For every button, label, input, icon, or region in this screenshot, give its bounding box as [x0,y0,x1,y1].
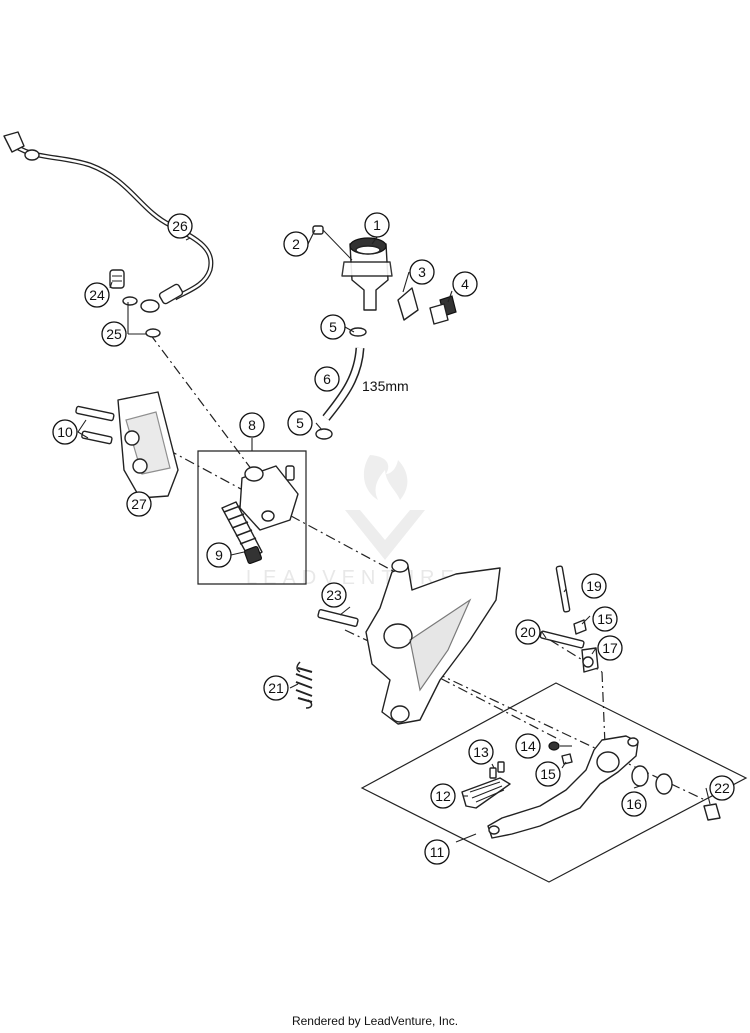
brake-fluid-reservoir [312,225,457,337]
svg-text:13: 13 [473,744,489,760]
brake-hose [3,131,214,313]
callout-25: 25 [101,321,127,347]
svg-text:15: 15 [597,611,613,627]
callout-8: 8 [239,412,265,438]
svg-text:6: 6 [323,371,331,387]
footrest-bracket [317,559,501,725]
callout-4: 4 [452,271,478,297]
svg-text:10: 10 [57,424,73,440]
callout-16: 16 [621,791,647,817]
clevis-hardware [539,565,599,673]
svg-text:22: 22 [714,780,730,796]
callout-11: 11 [424,839,450,865]
callout-1: 1 [364,212,390,238]
callout-21: 21 [263,675,289,701]
callout-14: 14 [515,733,541,759]
callout-20: 20 [515,619,541,645]
svg-text:3: 3 [418,264,426,280]
callout-22: 22 [709,775,735,801]
brake-pedal [487,735,639,839]
master-cylinder-frame [197,450,307,585]
callout-2: 2 [283,231,309,257]
svg-text:27: 27 [131,496,147,512]
callout-19: 19 [581,573,607,599]
svg-text:25: 25 [106,326,122,342]
reservoir-hose [315,347,365,440]
callout-13: 13 [468,739,494,765]
svg-text:24: 24 [89,287,105,303]
callout-6: 6 [314,366,340,392]
svg-text:26: 26 [172,218,188,234]
svg-text:20: 20 [520,624,536,640]
hose-length-label: 135mm [362,378,409,394]
brake-pedal-frame [360,682,748,883]
callout-15-upper: 15 [592,606,618,632]
callout-27: 27 [126,491,152,517]
callout-9: 9 [206,542,232,568]
svg-text:9: 9 [215,547,223,563]
brake-master-cylinder [239,465,299,531]
svg-text:23: 23 [326,587,342,603]
callout-23: 23 [321,582,347,608]
svg-text:15: 15 [540,766,556,782]
svg-text:2: 2 [292,236,300,252]
svg-text:14: 14 [520,738,536,754]
callout-5-upper: 5 [320,314,346,340]
svg-text:8: 8 [248,417,256,433]
pedal-step [461,761,511,809]
svg-text:4: 4 [461,276,469,292]
callout-17: 17 [597,635,623,661]
svg-text:12: 12 [435,788,451,804]
svg-text:11: 11 [430,844,445,860]
heel-guard [75,391,179,499]
push-rod [221,501,263,565]
callout-15-lower: 15 [535,761,561,787]
svg-text:1: 1 [373,217,381,233]
svg-text:17: 17 [602,640,618,656]
callout-26: 26 [167,213,193,239]
svg-text:21: 21 [268,680,284,696]
callout-5-lower: 5 [287,410,313,436]
leader-lines [77,229,711,843]
svg-text:19: 19 [586,578,602,594]
callout-10: 10 [52,419,78,445]
footer-credit: Rendered by LeadVenture, Inc. [291,1014,459,1028]
svg-text:5: 5 [329,319,337,335]
callout-12: 12 [430,783,456,809]
return-spring [295,661,313,709]
pedal-bushings-and-nuts [548,741,721,821]
svg-text:16: 16 [626,796,642,812]
callout-3: 3 [409,259,435,285]
svg-text:5: 5 [296,415,304,431]
banjo-bolt-and-washers [109,269,161,338]
callout-24: 24 [84,282,110,308]
